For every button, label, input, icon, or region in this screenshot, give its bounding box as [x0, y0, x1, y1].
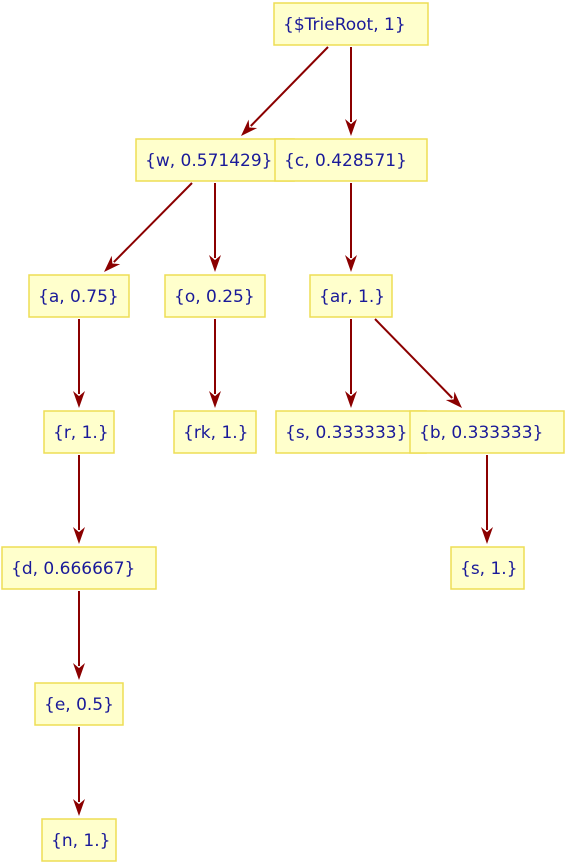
trie-node-o: {o, 0.25} — [164, 274, 266, 318]
edge-e-n — [73, 727, 85, 816]
trie-node-rk: {rk, 1.} — [173, 410, 257, 454]
trie-node-c: {c, 0.428571} — [274, 138, 428, 182]
edge-w-o — [209, 183, 221, 272]
node-label: {b, 0.333333} — [419, 423, 543, 443]
trie-node-n: {n, 1.} — [41, 818, 117, 862]
node-box — [164, 274, 266, 318]
edge-root-c — [345, 47, 357, 136]
edge-line — [113, 182, 193, 263]
edge-d-e — [73, 591, 85, 680]
trie-node-w: {w, 0.571429} — [135, 138, 295, 182]
node-label: {ar, 1.} — [319, 287, 385, 307]
trie-node-a: {a, 0.75} — [28, 274, 130, 318]
edge-r-d — [73, 455, 85, 544]
trie-node-root: {$TrieRoot, 1} — [273, 2, 429, 46]
edge-arrowhead — [104, 255, 121, 272]
edge-arrowhead — [73, 527, 85, 544]
node-label: {e, 0.5} — [44, 695, 114, 715]
trie-node-r: {r, 1.} — [43, 410, 115, 454]
node-box — [41, 818, 117, 862]
edge-arrowhead — [209, 255, 221, 272]
node-box — [1, 546, 157, 590]
edge-w-a — [104, 182, 193, 272]
node-box — [43, 410, 115, 454]
edge-arrowhead — [209, 391, 221, 408]
node-box — [28, 274, 130, 318]
edge-arrowhead — [73, 391, 85, 408]
edge-a-r — [73, 319, 85, 408]
node-box — [273, 2, 429, 46]
edge-ar-s1 — [345, 319, 357, 408]
node-label: {w, 0.571429} — [145, 151, 272, 171]
node-label: {o, 0.25} — [174, 287, 255, 307]
edge-line — [250, 46, 329, 127]
node-box — [274, 138, 428, 182]
node-label: {$TrieRoot, 1} — [283, 15, 406, 35]
edge-line — [374, 318, 453, 399]
node-label: {s, 0.333333} — [285, 423, 407, 443]
edge-arrowhead — [481, 527, 493, 544]
node-label: {r, 1.} — [53, 423, 109, 443]
edge-arrowhead — [73, 663, 85, 680]
edge-arrowhead — [241, 119, 258, 136]
node-label: {a, 0.75} — [38, 287, 119, 307]
node-box — [34, 682, 124, 726]
node-box — [135, 138, 295, 182]
edge-arrowhead — [345, 255, 357, 272]
edge-arrowhead — [73, 799, 85, 816]
edge-arrowhead — [445, 391, 462, 408]
node-box — [450, 546, 525, 590]
edge-o-rk — [209, 319, 221, 408]
edge-arrowhead — [345, 119, 357, 136]
node-box — [173, 410, 257, 454]
trie-node-e: {e, 0.5} — [34, 682, 124, 726]
node-box — [309, 274, 393, 318]
trie-node-s2: {s, 1.} — [450, 546, 525, 590]
edges-layer — [73, 46, 493, 816]
node-label: {c, 0.428571} — [284, 151, 407, 171]
edge-c-ar — [345, 183, 357, 272]
edge-root-w — [241, 46, 329, 136]
node-label: {s, 1.} — [460, 559, 518, 579]
node-label: {d, 0.666667} — [11, 559, 135, 579]
node-label: {rk, 1.} — [183, 423, 249, 443]
node-label: {n, 1.} — [51, 831, 110, 851]
trie-node-ar: {ar, 1.} — [309, 274, 393, 318]
edge-arrowhead — [345, 391, 357, 408]
trie-node-b: {b, 0.333333} — [409, 410, 565, 454]
trie-node-d: {d, 0.666667} — [1, 546, 157, 590]
edge-ar-b — [374, 318, 462, 408]
node-box — [409, 410, 565, 454]
edge-b-s2 — [481, 455, 493, 544]
trie-node-s1: {s, 0.333333} — [275, 410, 427, 454]
